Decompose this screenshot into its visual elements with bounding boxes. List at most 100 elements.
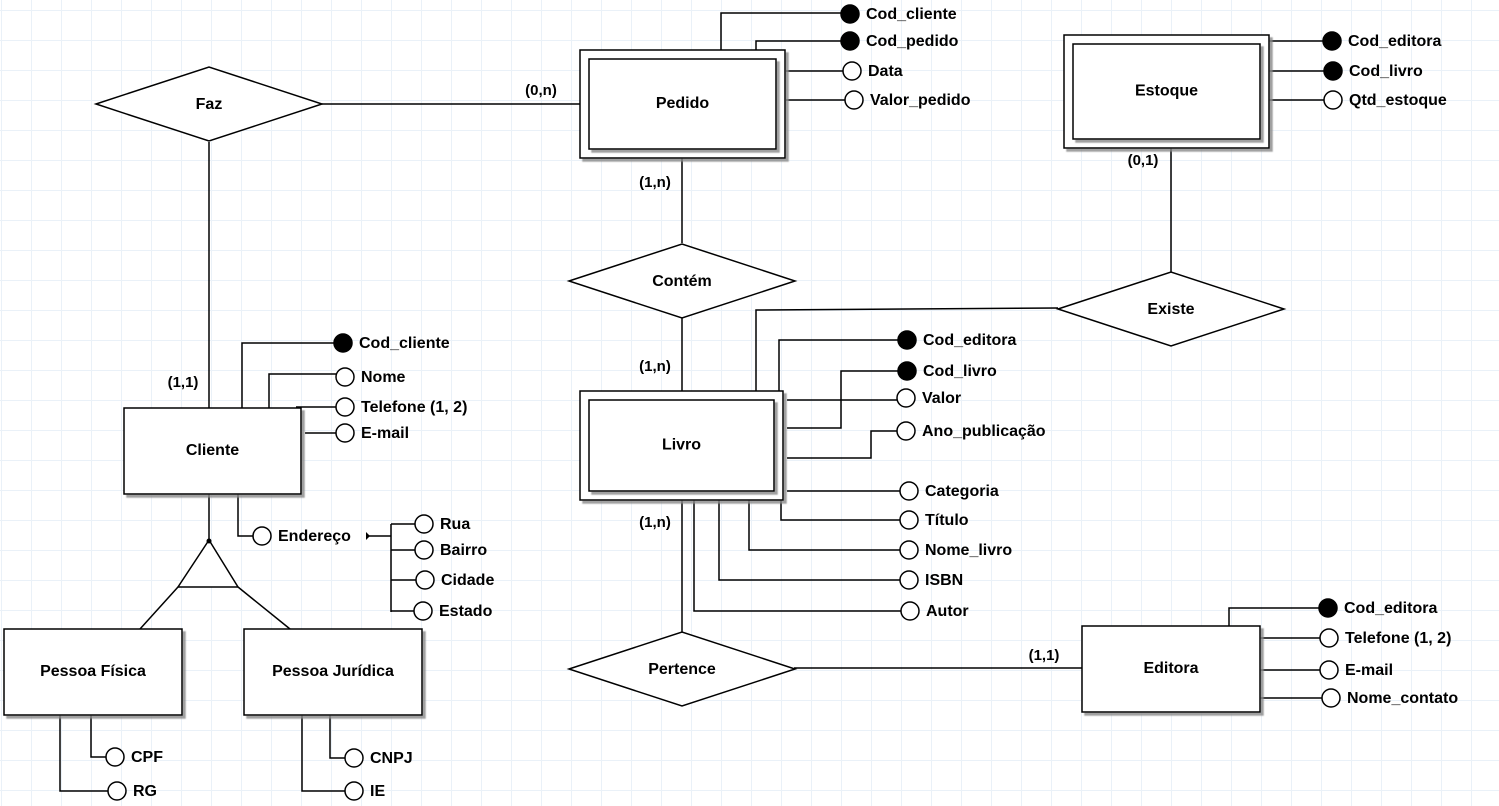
attribute-icon (1319, 660, 1339, 680)
attribute-cod-livro[interactable]: Cod_livro (897, 361, 997, 381)
entity-name: Pessoa Jurídica (272, 663, 394, 680)
attribute-bairro[interactable]: Bairro (414, 540, 487, 560)
attribute-categoria[interactable]: Categoria (899, 481, 999, 501)
attribute-nome[interactable]: Nome (335, 367, 406, 387)
attribute-name: Nome_contato (1347, 690, 1458, 707)
attribute-estado[interactable]: Estado (413, 601, 493, 621)
key-attribute-icon (840, 4, 860, 24)
entity-pessoa_fisica[interactable]: Pessoa Física (3, 628, 183, 716)
attribute-cod-editora[interactable]: Cod_editora (1318, 598, 1437, 618)
attribute-icon (413, 601, 433, 621)
attribute-icon (900, 601, 920, 621)
attribute-name: ISBN (925, 572, 963, 589)
attribute-autor[interactable]: Autor (900, 601, 969, 621)
entity-pedido[interactable]: Pedido (579, 49, 786, 159)
attribute-connector (718, 500, 900, 581)
attribute-name: Cod_editora (1344, 600, 1437, 617)
attribute-icon (842, 61, 862, 81)
entity-editora[interactable]: Editora (1081, 625, 1261, 713)
attribute-icon (335, 367, 355, 387)
generalization-line (237, 586, 291, 630)
entity-name: Cliente (186, 442, 239, 459)
attribute-connector (237, 494, 253, 537)
attribute-t-tulo[interactable]: Título (899, 510, 969, 530)
entity-name: Editora (1143, 660, 1198, 677)
entity-box (243, 628, 423, 716)
relationship-diamond (1055, 271, 1287, 347)
attribute-cidade[interactable]: Cidade (415, 570, 494, 590)
entity-inner-box (1072, 43, 1261, 140)
attribute-cod-pedido[interactable]: Cod_pedido (840, 31, 959, 51)
attribute-valor[interactable]: Valor (896, 388, 961, 408)
attribute-icon (414, 540, 434, 560)
attribute-icon (105, 747, 125, 767)
entity-livro[interactable]: Livro (579, 390, 784, 501)
attribute-name: Título (925, 512, 969, 529)
attribute-name: Valor (922, 390, 961, 407)
attribute-name: CNPJ (370, 750, 413, 767)
attribute-cnpj[interactable]: CNPJ (344, 748, 413, 768)
entity-name: Livro (662, 437, 701, 454)
relationship-diamond (93, 66, 325, 142)
relationship-faz[interactable]: Faz (93, 66, 325, 142)
attribute-connector (1228, 607, 1319, 626)
attribute-cod-editora[interactable]: Cod_editora (897, 330, 1016, 350)
attribute-nome-livro[interactable]: Nome_livro (899, 540, 1012, 560)
attribute-endere-o[interactable]: Endereço (252, 526, 351, 546)
cardinality-label: (0,n) (525, 82, 557, 99)
attribute-isbn[interactable]: ISBN (899, 570, 963, 590)
relationship-name: Pertence (648, 661, 716, 678)
attribute-icon (344, 781, 364, 801)
attribute-ano-publica-o[interactable]: Ano_publicação (896, 421, 1046, 441)
relationship-pertence[interactable]: Pertence (566, 631, 798, 707)
attribute-ie[interactable]: IE (344, 781, 385, 801)
attribute-name: Cod_editora (923, 332, 1016, 349)
attribute-name: CPF (131, 749, 163, 766)
attribute-rg[interactable]: RG (107, 781, 157, 801)
cardinality-label: (1,n) (639, 358, 671, 375)
attribute-name: Cod_cliente (866, 6, 957, 23)
attribute-name: E-mail (1345, 662, 1393, 679)
entity-estoque[interactable]: Estoque (1063, 34, 1270, 149)
relationship-existe[interactable]: Existe (1055, 271, 1287, 347)
attribute-cod-editora[interactable]: Cod_editora (1322, 31, 1441, 51)
attribute-cpf[interactable]: CPF (105, 747, 163, 767)
attribute-data[interactable]: Data (842, 61, 903, 81)
attribute-cod-cliente[interactable]: Cod_cliente (840, 4, 957, 24)
relationship-diamond (566, 631, 798, 707)
key-attribute-icon (840, 31, 860, 51)
entity-cliente[interactable]: Cliente (123, 407, 302, 495)
attribute-nome-contato[interactable]: Nome_contato (1321, 688, 1458, 708)
attribute-name: Valor_pedido (870, 92, 971, 109)
attribute-rua[interactable]: Rua (414, 514, 470, 534)
attribute-name: Cidade (441, 572, 494, 589)
attribute-qtd-estoque[interactable]: Qtd_estoque (1323, 90, 1447, 110)
existe-livro-line (755, 307, 1059, 391)
attribute-name: IE (370, 783, 385, 800)
attribute-icon (335, 423, 355, 443)
generalization-point (206, 538, 212, 544)
attribute-telefone-1-2-[interactable]: Telefone (1, 2) (335, 397, 467, 417)
generalization-triangle (176, 538, 240, 588)
attribute-icon (1321, 688, 1341, 708)
attribute-connector (778, 339, 898, 391)
attribute-name: Cod_cliente (359, 335, 450, 352)
entity-pessoa_juridica[interactable]: Pessoa Jurídica (243, 628, 423, 716)
attribute-e-mail[interactable]: E-mail (335, 423, 409, 443)
key-attribute-icon (1318, 598, 1338, 618)
attribute-cod-cliente[interactable]: Cod_cliente (333, 333, 450, 353)
attribute-telefone-1-2-[interactable]: Telefone (1, 2) (1319, 628, 1451, 648)
attribute-valor-pedido[interactable]: Valor_pedido (844, 90, 971, 110)
relationship-diamond (566, 243, 798, 319)
key-attribute-icon (1322, 31, 1342, 51)
attribute-icon (1323, 90, 1343, 110)
attribute-name: Cod_livro (1349, 63, 1423, 80)
attribute-icon (1319, 628, 1339, 648)
attribute-connector (329, 715, 345, 759)
attribute-cod-livro[interactable]: Cod_livro (1323, 61, 1423, 81)
cardinality-label: (1,n) (639, 174, 671, 191)
attribute-e-mail[interactable]: E-mail (1319, 660, 1393, 680)
attribute-name: Estado (439, 603, 493, 620)
relationship-contem[interactable]: Contém (566, 243, 798, 319)
